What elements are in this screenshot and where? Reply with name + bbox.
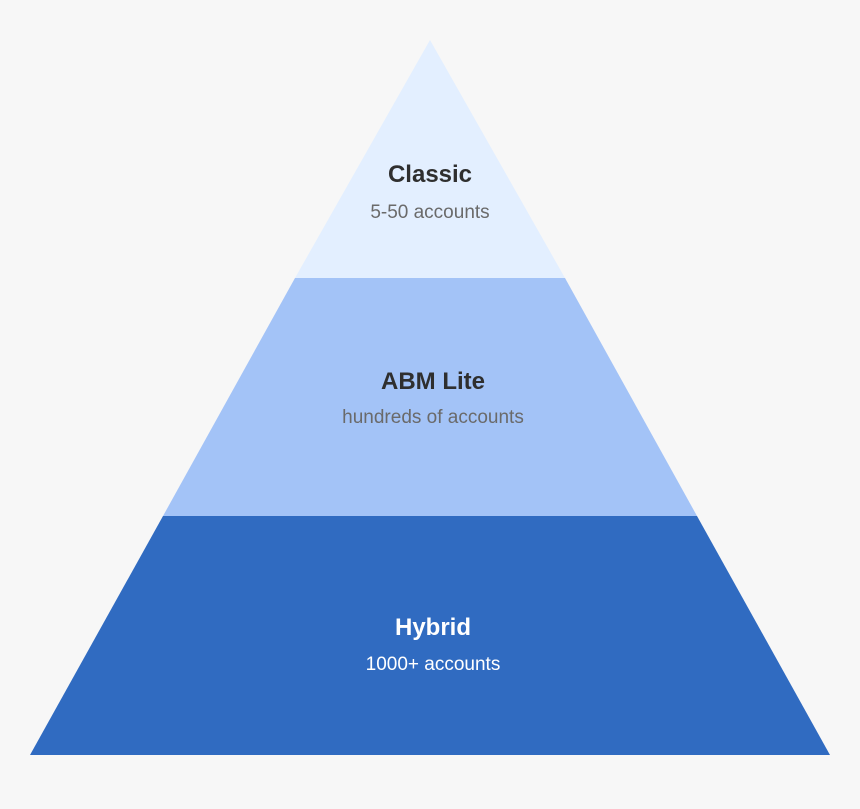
tier-bottom-shape xyxy=(30,516,830,755)
tier-top-title: Classic xyxy=(388,161,472,188)
tier-top-subtitle: 5-50 accounts xyxy=(370,202,489,223)
tier-bottom-title: Hybrid xyxy=(395,614,471,641)
tier-middle-shape xyxy=(163,278,697,516)
tier-middle-title: ABM Lite xyxy=(381,368,485,395)
tier-bottom-subtitle: 1000+ accounts xyxy=(366,654,501,675)
tier-middle-subtitle: hundreds of accounts xyxy=(342,407,524,428)
tier-top-shape xyxy=(295,40,565,278)
